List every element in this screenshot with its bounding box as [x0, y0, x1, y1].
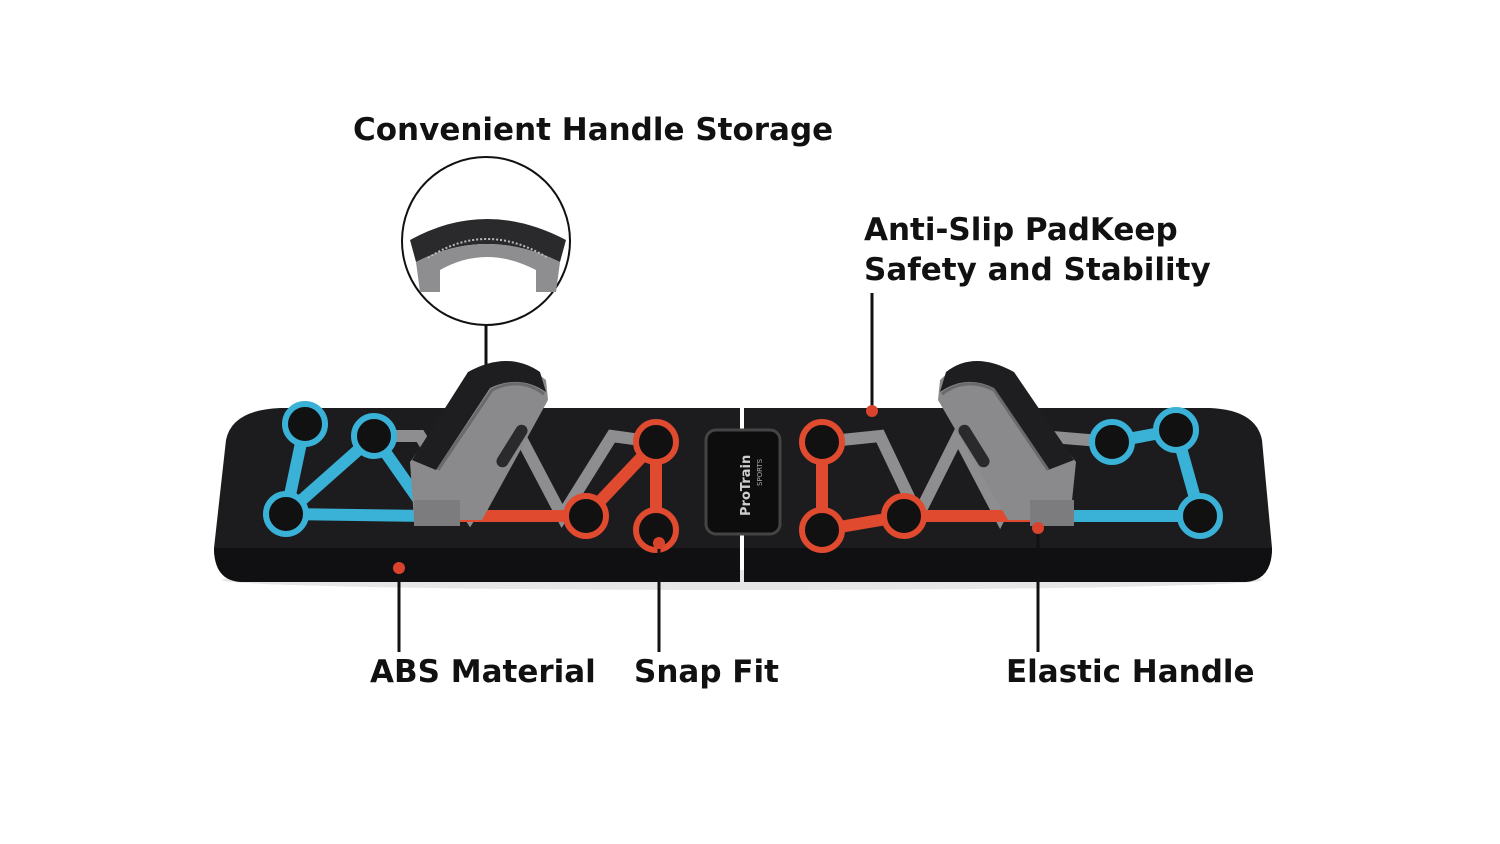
abs-dot — [393, 562, 405, 574]
abs-callout: ABS Material — [370, 654, 596, 690]
center-logo-plate: ProTrain SPORTS — [704, 428, 782, 536]
left-pushup-handle — [410, 361, 548, 526]
antislip-callout-line1: Anti-Slip PadKeep — [864, 212, 1178, 248]
snap-callout: Snap Fit — [634, 654, 779, 690]
elastic-callout: Elastic Handle — [1006, 654, 1255, 690]
handle-zoom-inset — [401, 156, 571, 326]
right-pushup-handle — [938, 361, 1076, 526]
elastic-dot — [1032, 522, 1044, 534]
workout-holes — [263, 401, 1223, 553]
snap-dot — [653, 537, 665, 549]
storage-callout: Convenient Handle Storage — [353, 112, 834, 148]
antislip-callout-line2: Safety and Stability — [864, 252, 1211, 288]
brand-logo-sub: SPORTS — [756, 458, 764, 486]
antislip-dot — [866, 405, 878, 417]
brand-logo-text: ProTrain — [739, 455, 754, 516]
